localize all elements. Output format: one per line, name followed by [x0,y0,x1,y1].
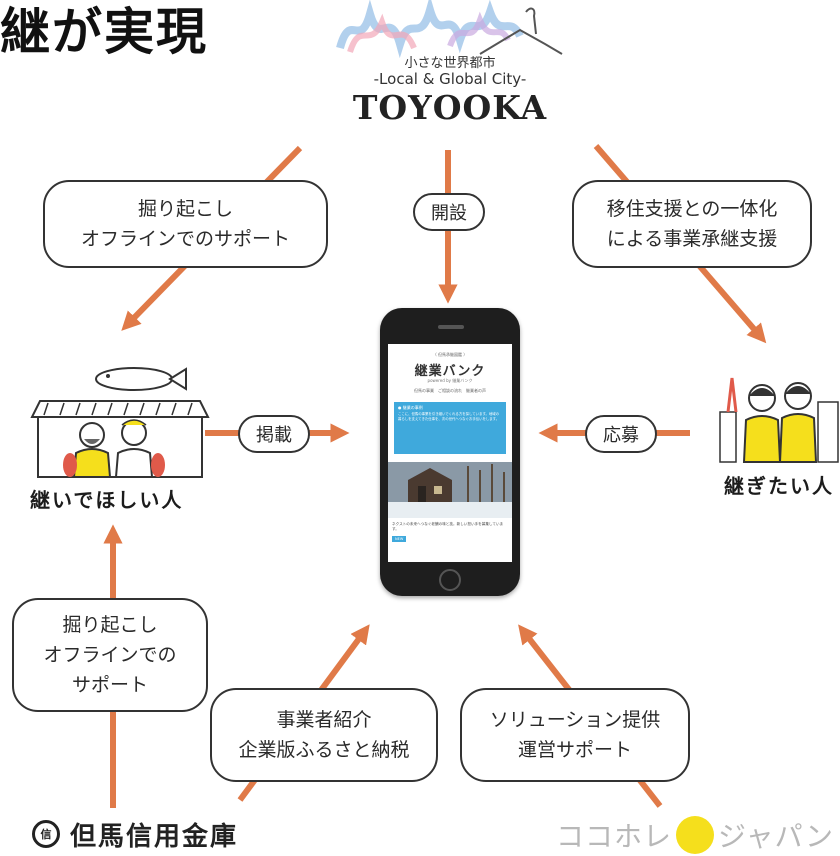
pill-label: 応募 [603,425,639,446]
screen-caption[interactable]: ネクストの未来へつなぐ老舗の味と技。新しい担い手を募集しています。 [392,522,504,531]
pill-launch: 開設 [413,193,485,231]
logo-text-right: ジャパン [718,820,835,853]
bubble-line: 企業版ふるさと納税 [238,739,410,761]
tajima-shinkin-logo: 信 但馬信用金庫 [32,814,292,854]
bubble-solution-provision: ソリューション提供 運営サポート [460,688,690,782]
bubble-line: 事業者紹介 [276,709,372,731]
speaker-icon [438,325,464,329]
screen-info-panel: ● 継業の事例 ここに、但馬の事業を引き継いでくれる方を探しています。地域の暮ら… [394,402,506,454]
yellow-dot-icon [676,816,715,854]
bubble-line: 運営サポート [517,739,632,761]
right-person-label: 継ぎたい人 [724,474,834,498]
brush-stroke-icon [336,0,563,59]
shop-owners-illustration [30,367,210,478]
headline: 継が実現 [0,3,208,61]
bubble-line: 掘り起こし [137,198,233,220]
screen-title: 継業バンク [414,364,486,379]
screen-info-text: ここに、但馬の事業を引き継いでくれる方を探しています。地域の暮らしを支えてきた仕… [398,412,500,421]
cocohore-japan-logo: ココホレ ジャパン [556,815,840,855]
smartphone-mockup: 〈 但馬承継図鑑 〉 継業バンク powered by 継業バンク 但馬の事業 … [380,308,520,596]
screen-info-heading: ● 継業の事例 [398,405,423,410]
screen-top-label: 〈 但馬承継図鑑 〉 [432,352,468,357]
home-button [439,569,461,591]
right-person-group [718,372,840,464]
bubble-relocation-succession: 移住支援との一体化 による事業承継支援 [572,180,812,268]
bubble-business-introduction: 事業者紹介 企業版ふるさと納税 [210,688,438,782]
logo-tagline: 小さな世界都市 [404,56,496,71]
bank-mark-icon: 信 [32,820,60,848]
left-person-label: 継いでほしい人 [30,488,184,512]
logo-subtitle: -Local & Global City- [373,70,527,88]
pill-label: 開設 [431,203,467,224]
bubble-line: による事業承継支援 [606,228,778,250]
bubble-line: オフラインでの [43,644,177,666]
bubble-line: 掘り起こし [62,614,158,636]
bubble-line: 移住支援との一体化 [606,198,778,220]
bank-name: 但馬信用金庫 [70,821,239,852]
bubble-outreach-offline-support: 掘り起こし オフラインでのサポート [43,180,328,268]
pill-listing: 掲載 [238,415,310,453]
bubble-line: サポート [71,674,148,696]
building-photo-icon [388,462,512,518]
pill-apply: 応募 [585,415,657,453]
logo-name: TOYOOKA [352,88,548,127]
screen-subtitle: powered by 継業バンク [427,378,473,383]
left-person-group [30,365,220,480]
toyooka-logo: 小さな世界都市 -Local & Global City- TOYOOKA [330,0,570,130]
logo-text-left: ココホレ [556,820,673,853]
screen-nav[interactable]: 但馬の事業 ご相談の流れ 継業者の声 [414,388,486,393]
bubble-line: ソリューション提供 [489,709,661,731]
screen-photo[interactable] [388,462,512,518]
phone-screen[interactable]: 〈 但馬承継図鑑 〉 継業バンク powered by 継業バンク 但馬の事業 … [388,344,512,562]
screen-badge: NEW [392,536,407,542]
bubble-outreach-offline-support-bank: 掘り起こし オフラインでの サポート [12,598,208,712]
successors-illustration [719,377,839,463]
pill-label: 掲載 [256,425,292,446]
bubble-line: オフラインでのサポート [80,228,290,250]
